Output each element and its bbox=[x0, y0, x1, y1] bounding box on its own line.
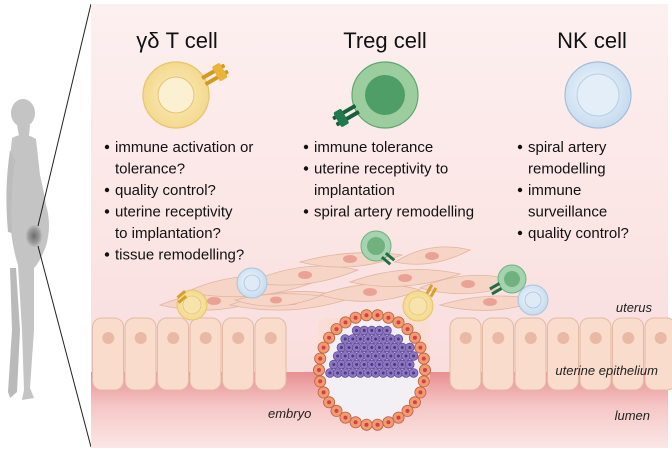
epithelial-cell bbox=[613, 318, 644, 390]
bullet-text: immune activation or bbox=[115, 139, 253, 156]
uterus-label: uterus bbox=[616, 300, 653, 315]
bullet-dot bbox=[304, 145, 308, 149]
epithelial-cell bbox=[515, 318, 546, 390]
pregnant-woman-silhouette bbox=[6, 99, 49, 400]
bullet-dot bbox=[518, 231, 522, 235]
bullet-dot bbox=[105, 188, 109, 192]
bullet-dot bbox=[105, 209, 109, 213]
bullet-text: surveillance bbox=[528, 204, 607, 221]
bullet-text: to implantation? bbox=[115, 225, 221, 242]
bullet-text: immune bbox=[528, 182, 581, 199]
bullet-text: quality control? bbox=[115, 182, 216, 199]
uterine-epithelium-label: uterine epithelium bbox=[555, 363, 658, 378]
nk-cell-title: NK cell bbox=[557, 28, 627, 53]
zoom-line-bottom bbox=[38, 246, 91, 447]
bullet-text: immune tolerance bbox=[314, 139, 433, 156]
epithelial-cell bbox=[255, 318, 286, 390]
bullet-dot bbox=[304, 209, 308, 213]
bullet-dot bbox=[304, 166, 308, 170]
gd-t-cell-tissue-left bbox=[177, 290, 207, 320]
bullet-text: uterine receptivity to bbox=[314, 161, 448, 178]
epithelial-cell bbox=[548, 318, 579, 390]
bullet-text: uterine receptivity bbox=[115, 204, 233, 221]
epithelial-cell bbox=[223, 318, 254, 390]
gd-t-cell-title: γδ T cell bbox=[136, 28, 218, 53]
zoom-line-top bbox=[38, 4, 91, 226]
bullet-dot bbox=[518, 145, 522, 149]
bullet-text: tissue remodelling? bbox=[115, 247, 244, 264]
epithelial-cell bbox=[483, 318, 514, 390]
embryo bbox=[313, 310, 430, 431]
nk-cell-tissue-right bbox=[518, 285, 548, 315]
lumen-label: lumen bbox=[615, 408, 650, 423]
epithelial-cell bbox=[580, 318, 611, 390]
bullet-text: spiral artery remodelling bbox=[314, 204, 474, 221]
epithelial-cell bbox=[450, 318, 481, 390]
bullet-text: quality control? bbox=[528, 225, 629, 242]
bullet-dot bbox=[105, 145, 109, 149]
epithelial-cell bbox=[190, 318, 221, 390]
embryo-label: embryo bbox=[268, 406, 311, 421]
epithelial-cell bbox=[158, 318, 189, 390]
epithelial-cell bbox=[125, 318, 156, 390]
bullet-dot bbox=[105, 252, 109, 256]
nk-cell-icon bbox=[565, 62, 631, 128]
uterus-highlight bbox=[25, 224, 43, 248]
epithelial-cell bbox=[93, 318, 124, 390]
bullet-text: remodelling bbox=[528, 161, 606, 178]
bullet-text: spiral artery bbox=[528, 139, 607, 156]
nk-cell-tissue-left bbox=[237, 268, 267, 298]
epithelial-cell bbox=[645, 318, 672, 390]
bullet-text: tolerance? bbox=[115, 161, 185, 178]
bullet-text: implantation bbox=[314, 182, 395, 199]
bullet-dot bbox=[518, 188, 522, 192]
treg-cell-title: Treg cell bbox=[343, 28, 427, 53]
